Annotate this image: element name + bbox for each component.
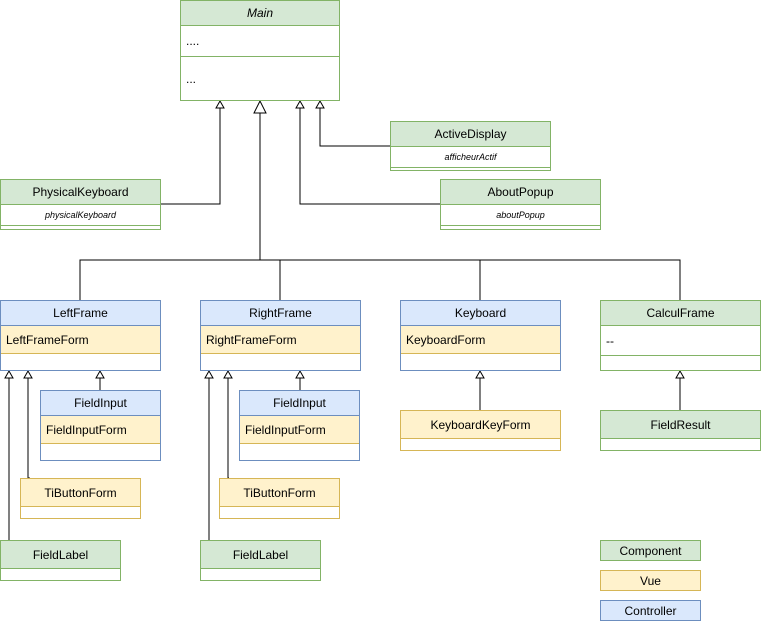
edge-keyboard-main bbox=[260, 259, 481, 300]
class-keyboard-key-form-title: KeyboardKeyForm bbox=[401, 411, 560, 439]
arrowhead-left-fieldinput bbox=[95, 369, 105, 379]
class-main-attributes: .... bbox=[181, 26, 339, 57]
class-left-field-input-methods bbox=[41, 444, 160, 459]
class-active-display-title: ActiveDisplay bbox=[391, 122, 550, 147]
class-calcul-frame-title: CalculFrame bbox=[601, 301, 760, 326]
class-right-field-input-title: FieldInput bbox=[240, 391, 359, 416]
class-right-field-input-form: FieldInputForm bbox=[240, 416, 359, 444]
class-right-frame-methods bbox=[201, 354, 360, 369]
class-right-frame[interactable]: RightFrame RightFrameForm bbox=[200, 300, 361, 371]
edge-leftframe-main bbox=[79, 113, 261, 300]
class-keyboard-form: KeyboardForm bbox=[401, 326, 560, 354]
class-right-field-label[interactable]: FieldLabel bbox=[200, 540, 321, 581]
legend-vue: Vue bbox=[600, 570, 701, 591]
class-right-ti-button-form[interactable]: TiButtonForm bbox=[219, 478, 340, 519]
class-physical-keyboard[interactable]: PhysicalKeyboard physicalKeyboard bbox=[0, 179, 161, 230]
class-left-field-input-form: FieldInputForm bbox=[41, 416, 160, 444]
class-main-title: Main bbox=[181, 1, 339, 26]
class-right-frame-form: RightFrameForm bbox=[201, 326, 360, 354]
edge-physicalkeyboard-main bbox=[160, 108, 221, 205]
edge-aboutpopup-main bbox=[299, 108, 440, 205]
class-calcul-frame-attr: -- bbox=[601, 326, 760, 356]
class-physical-keyboard-title: PhysicalKeyboard bbox=[1, 180, 160, 205]
arrowhead-physicalkeyboard bbox=[215, 99, 225, 109]
big-arrowhead-main bbox=[253, 99, 267, 114]
legend-component: Component bbox=[600, 540, 701, 561]
class-active-display[interactable]: ActiveDisplay afficheurActif bbox=[390, 121, 551, 171]
legend-controller: Controller bbox=[600, 600, 701, 621]
class-calcul-frame-methods bbox=[601, 356, 760, 370]
arrowhead-left-tibutton bbox=[23, 369, 33, 379]
class-main[interactable]: Main .... ... bbox=[180, 0, 340, 101]
class-field-result-title: FieldResult bbox=[601, 411, 760, 439]
class-keyboard-methods bbox=[401, 354, 560, 369]
class-left-field-label[interactable]: FieldLabel bbox=[0, 540, 121, 581]
arrowhead-fieldresult bbox=[675, 369, 685, 379]
class-calcul-frame[interactable]: CalculFrame -- bbox=[600, 300, 761, 371]
class-left-field-input[interactable]: FieldInput FieldInputForm bbox=[40, 390, 161, 461]
class-left-ti-button-form[interactable]: TiButtonForm bbox=[20, 478, 141, 519]
class-right-frame-title: RightFrame bbox=[201, 301, 360, 326]
class-left-frame-form: LeftFrameForm bbox=[1, 326, 160, 354]
class-field-result[interactable]: FieldResult bbox=[600, 410, 761, 451]
arrowhead-keyboardkey bbox=[475, 369, 485, 379]
arrowhead-left-fieldlabel bbox=[4, 369, 14, 379]
class-keyboard-key-form[interactable]: KeyboardKeyForm bbox=[400, 410, 561, 451]
class-keyboard-title: Keyboard bbox=[401, 301, 560, 326]
arrowhead-right-tibutton bbox=[223, 369, 233, 379]
class-left-field-input-title: FieldInput bbox=[41, 391, 160, 416]
class-main-methods: ... bbox=[181, 57, 339, 100]
class-right-field-label-title: FieldLabel bbox=[201, 541, 320, 569]
arrowhead-activedisplay bbox=[315, 99, 325, 109]
class-right-ti-button-form-title: TiButtonForm bbox=[220, 479, 339, 507]
class-physical-keyboard-attr: physicalKeyboard bbox=[1, 205, 160, 226]
class-right-field-input-methods bbox=[240, 444, 359, 459]
class-keyboard[interactable]: Keyboard KeyboardForm bbox=[400, 300, 561, 371]
class-left-frame[interactable]: LeftFrame LeftFrameForm bbox=[0, 300, 161, 371]
class-right-field-input[interactable]: FieldInput FieldInputForm bbox=[239, 390, 360, 461]
class-active-display-attr: afficheurActif bbox=[391, 147, 550, 168]
edge-left-tibutton bbox=[27, 377, 30, 479]
class-left-frame-title: LeftFrame bbox=[1, 301, 160, 326]
arrowhead-right-fieldinput bbox=[295, 369, 305, 379]
edge-activedisplay-main bbox=[319, 108, 390, 147]
arrowhead-aboutpopup bbox=[295, 99, 305, 109]
arrowhead-right-fieldlabel bbox=[204, 369, 214, 379]
class-about-popup-title: AboutPopup bbox=[441, 180, 600, 205]
edge-calculframe-main bbox=[480, 259, 681, 300]
class-left-field-label-title: FieldLabel bbox=[1, 541, 120, 569]
class-left-frame-methods bbox=[1, 354, 160, 369]
edge-right-tibutton bbox=[227, 377, 229, 479]
class-left-ti-button-form-title: TiButtonForm bbox=[21, 479, 140, 507]
class-about-popup-attr: aboutPopup bbox=[441, 205, 600, 226]
class-about-popup[interactable]: AboutPopup aboutPopup bbox=[440, 179, 601, 230]
